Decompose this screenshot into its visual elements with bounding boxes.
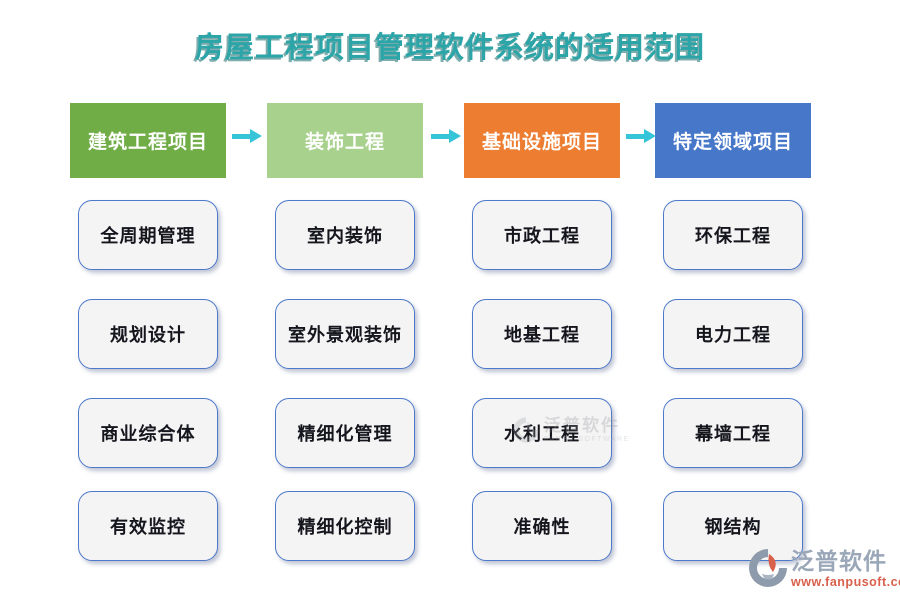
item-card: 有效监控 <box>78 491 218 561</box>
item-card: 市政工程 <box>472 200 612 270</box>
column-header: 装饰工程 <box>267 103 423 178</box>
arrow-shaft <box>232 134 251 139</box>
arrow-head <box>449 129 461 143</box>
right-arrow-icon <box>232 129 262 143</box>
item-card: 全周期管理 <box>78 200 218 270</box>
item-card: 室内装饰 <box>275 200 415 270</box>
item-card: 电力工程 <box>663 299 803 369</box>
column-header: 特定领域项目 <box>655 103 811 178</box>
column-header: 建筑工程项目 <box>70 103 226 178</box>
column-header: 基础设施项目 <box>464 103 620 178</box>
item-card: 规划设计 <box>78 299 218 369</box>
item-card: 精细化管理 <box>275 398 415 468</box>
arrow-head <box>250 129 262 143</box>
item-card: 环保工程 <box>663 200 803 270</box>
brand-url: www.fanpusoft.com <box>791 575 900 589</box>
fanpu-brand-logo: 泛普软件 www.fanpusoft.com <box>748 548 900 589</box>
item-card: 地基工程 <box>472 299 612 369</box>
arrow-shaft <box>626 134 645 139</box>
item-card: 水利工程 <box>472 398 612 468</box>
item-card: 商业综合体 <box>78 398 218 468</box>
arrow-head <box>644 129 656 143</box>
item-card: 幕墙工程 <box>663 398 803 468</box>
item-card: 钢结构 <box>663 491 803 561</box>
fanpu-logo-icon <box>749 549 787 587</box>
right-arrow-icon <box>431 129 461 143</box>
item-card: 精细化控制 <box>275 491 415 561</box>
arrow-shaft <box>431 134 450 139</box>
right-arrow-icon <box>626 129 656 143</box>
page-title: 房屋工程项目管理软件系统的适用范围 <box>194 32 705 64</box>
item-card: 室外景观装饰 <box>275 299 415 369</box>
item-card: 准确性 <box>472 491 612 561</box>
brand-name: 泛普软件 <box>791 548 887 574</box>
